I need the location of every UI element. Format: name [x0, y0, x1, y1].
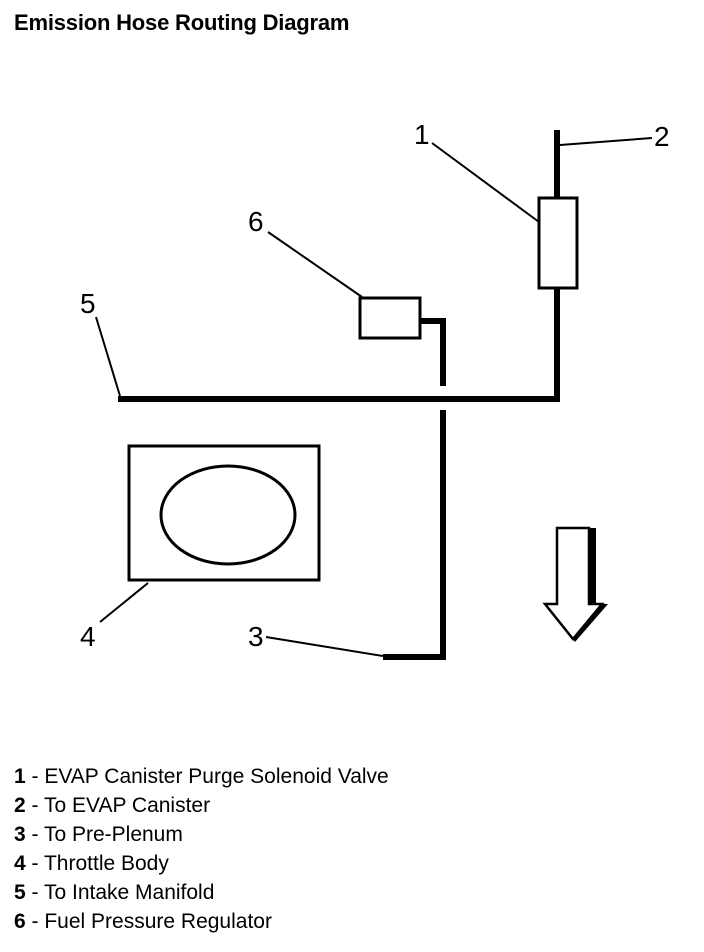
legend-item-text: - Fuel Pressure Regulator: [25, 910, 272, 933]
direction-arrow: [542, 526, 605, 641]
legend-item-text: - EVAP Canister Purge Solenoid Valve: [25, 765, 389, 788]
callout-4: 4: [80, 621, 96, 652]
legend-item-number: 2: [14, 794, 26, 817]
throttle-body-bore: [159, 464, 297, 566]
legend-item-text: - Throttle Body: [25, 852, 169, 875]
callout-1: 1: [414, 119, 430, 150]
legend-item-number: 4: [14, 852, 26, 875]
callout-5: 5: [80, 288, 96, 319]
diagram-title: Emission Hose Routing Diagram: [14, 10, 350, 35]
leader-line-6: [267, 231, 363, 298]
legend-item-number: 6: [14, 910, 26, 933]
legend-item-text: - To Pre-Plenum: [25, 823, 183, 846]
leader-line-3: [265, 636, 384, 657]
fuel-pressure-regulator: [358, 296, 422, 340]
legend: 1 - EVAP Canister Purge Solenoid Valve 2…: [14, 762, 389, 936]
leader-line-5: [95, 316, 121, 397]
leader-line-4: [99, 582, 149, 623]
regulator-hose-upper: [420, 318, 446, 386]
callout-2: 2: [654, 121, 670, 152]
legend-item: 3 - To Pre-Plenum: [14, 820, 389, 849]
legend-item-text: - To EVAP Canister: [25, 794, 211, 817]
leader-line-1: [431, 142, 540, 223]
legend-item: 4 - Throttle Body: [14, 849, 389, 878]
legend-item: 1 - EVAP Canister Purge Solenoid Valve: [14, 762, 389, 791]
legend-item-number: 5: [14, 881, 26, 904]
legend-item: 6 - Fuel Pressure Regulator: [14, 907, 389, 936]
legend-item-number: 3: [14, 823, 26, 846]
leader-line-2: [559, 137, 653, 146]
legend-item: 2 - To EVAP Canister: [14, 791, 389, 820]
legend-item-number: 1: [14, 765, 26, 788]
callout-6: 6: [248, 206, 264, 237]
legend-item-text: - To Intake Manifold: [25, 881, 215, 904]
pre-plenum-hose: [383, 410, 446, 660]
purge-solenoid-valve: [537, 196, 579, 290]
callout-3: 3: [248, 621, 264, 652]
legend-item: 5 - To Intake Manifold: [14, 878, 389, 907]
